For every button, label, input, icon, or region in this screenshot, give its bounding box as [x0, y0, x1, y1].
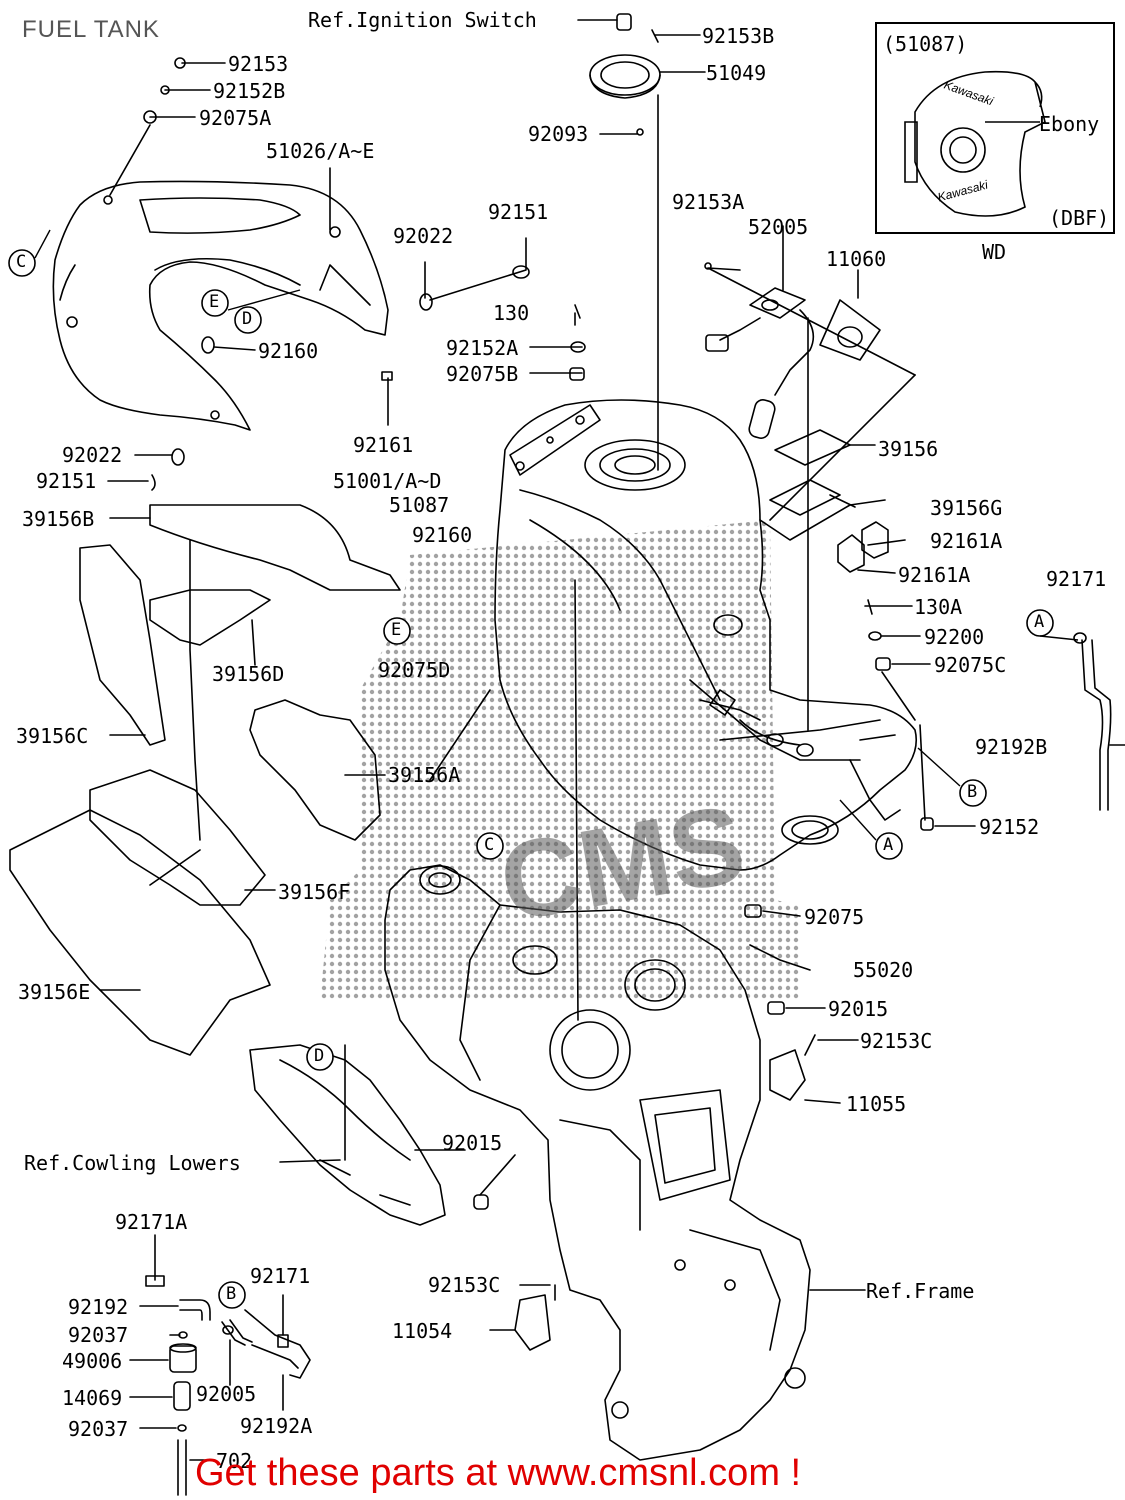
callout-e-mid: E	[391, 620, 402, 640]
label-92171A: 92171A	[115, 1210, 188, 1234]
callout-d-low: D	[314, 1046, 325, 1066]
label-51026: 51026/A~E	[266, 139, 375, 163]
label-39156D: 39156D	[212, 662, 285, 686]
label-702: 702	[216, 1449, 253, 1473]
cowling-lower	[249, 1044, 446, 1226]
callout-a-right: A	[1034, 612, 1045, 632]
label-92153: 92153	[228, 52, 289, 76]
label-39156G: 39156G	[930, 496, 1003, 520]
label-92152A: 92152A	[446, 336, 519, 360]
label-92160-top: 92160	[258, 339, 319, 363]
watermark-dots	[320, 520, 800, 1000]
label-92022-left: 92022	[62, 443, 123, 467]
label-ref-frame: Ref.Frame	[866, 1279, 975, 1303]
label-92161A-lower: 92161A	[898, 563, 971, 587]
label-92151-left: 92151	[36, 469, 97, 493]
label-92161A-upper: 92161A	[930, 529, 1003, 553]
label-92161: 92161	[353, 433, 414, 457]
callout-d-top: D	[242, 309, 253, 329]
label-49006: 49006	[62, 1349, 123, 1373]
label-92093: 92093	[528, 122, 589, 146]
label-92153C-right: 92153C	[860, 1029, 933, 1053]
label-92151-top: 92151	[488, 200, 549, 224]
label-39156B: 39156B	[22, 507, 95, 531]
label-39156: 39156	[878, 437, 939, 461]
label-92152: 92152	[979, 815, 1040, 839]
label-39156A: 39156A	[388, 763, 461, 787]
label-92152B: 92152B	[213, 79, 286, 103]
label-39156F: 39156F	[278, 880, 351, 904]
pad-39156F	[89, 769, 266, 906]
callout-c-top: C	[16, 252, 27, 272]
fuel-tank-51001	[494, 399, 918, 871]
label-92075D: 92075D	[378, 658, 451, 682]
callout-e-top: E	[209, 292, 220, 312]
label-92015-left: 92015	[442, 1131, 503, 1155]
label-130: 130	[493, 301, 530, 325]
label-92075B: 92075B	[446, 362, 519, 386]
label-92192: 92192	[68, 1295, 129, 1319]
label-92153C-lower: 92153C	[428, 1273, 501, 1297]
label-ref-cowling: Ref.Cowling Lowers	[24, 1151, 241, 1175]
label-92037-lower: 92037	[68, 1417, 129, 1441]
label-92005: 92005	[196, 1382, 257, 1406]
side-cover-51026	[52, 180, 389, 431]
label-92200: 92200	[924, 625, 985, 649]
diagram-title: FUEL TANK	[22, 16, 160, 43]
footer-promo-link[interactable]: Get these parts at www.cmsnl.com !	[195, 1452, 802, 1494]
label-55020: 55020	[853, 958, 914, 982]
label-92153A: 92153A	[672, 190, 745, 214]
callout-b-right: B	[967, 782, 978, 802]
label-92192B: 92192B	[975, 735, 1048, 759]
label-92037-upper: 92037	[68, 1323, 129, 1347]
label-11060: 11060	[826, 247, 887, 271]
label-92022-top: 92022	[393, 224, 454, 248]
callout-c-mid: C	[484, 835, 495, 855]
label-ref-ignition: Ref.Ignition Switch	[308, 8, 537, 32]
label-92075A: 92075A	[199, 106, 272, 130]
label-92075C: 92075C	[934, 653, 1007, 677]
label-92075: 92075	[804, 905, 865, 929]
label-92171-lower: 92171	[250, 1264, 311, 1288]
label-92192A: 92192A	[240, 1414, 313, 1438]
label-39156E: 39156E	[18, 980, 91, 1004]
inset-code: (DBF)	[1049, 206, 1110, 230]
label-39156C: 39156C	[16, 724, 89, 748]
label-51049: 51049	[706, 61, 767, 85]
label-130A: 130A	[914, 595, 963, 619]
inset-color: Ebony	[1039, 112, 1100, 136]
label-92015-right: 92015	[828, 997, 889, 1021]
label-51087: 51087	[389, 493, 450, 517]
pad-39156D	[149, 589, 271, 646]
callout-b-low: B	[226, 1284, 237, 1304]
label-92153B: 92153B	[702, 24, 775, 48]
pad-39156B	[149, 504, 401, 591]
label-14069: 14069	[62, 1386, 123, 1410]
pad-39156C	[79, 544, 166, 746]
label-51001: 51001/A~D	[333, 469, 442, 493]
inset-variant-box: (51087) Ebony (DBF) Kawasaki Kawasaki	[875, 22, 1115, 234]
frame	[384, 864, 811, 1461]
inset-ref: (51087)	[883, 32, 968, 56]
callout-a-mid: A	[883, 835, 894, 855]
label-52005: 52005	[748, 215, 809, 239]
label-11055: 11055	[846, 1092, 907, 1116]
pad-39156E	[9, 809, 271, 1056]
label-92171-right: 92171	[1046, 567, 1107, 591]
inset-tank-drawing	[904, 70, 1046, 217]
label-11054: 11054	[392, 1319, 453, 1343]
pad-39156A	[249, 699, 381, 841]
inset-variant: WD	[982, 240, 1007, 264]
label-92160-mid: 92160	[412, 523, 473, 547]
